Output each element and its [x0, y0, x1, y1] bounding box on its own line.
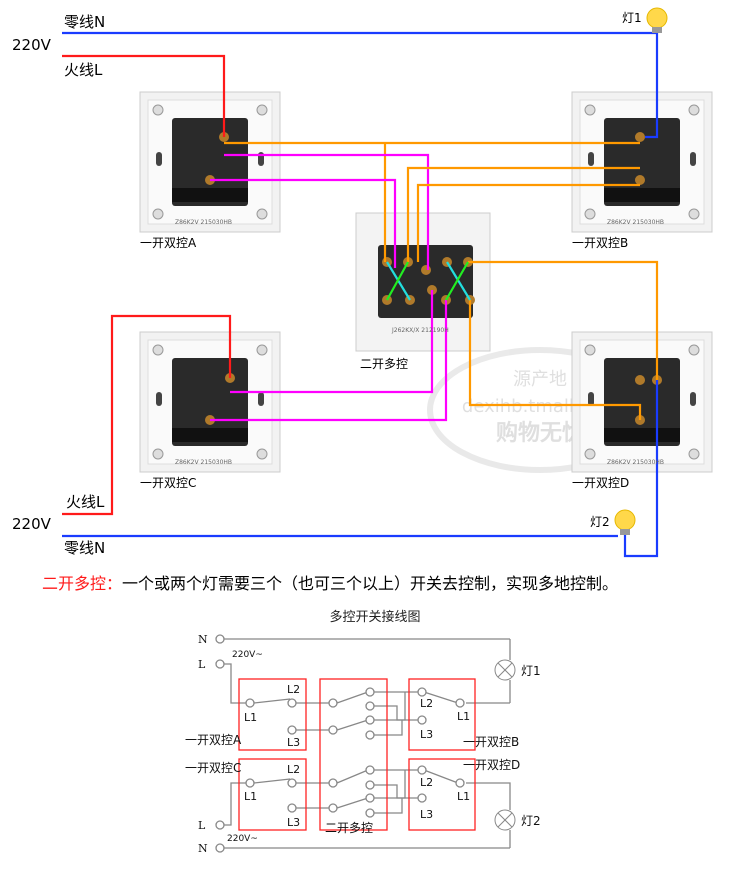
center-switch-label: 二开多控 [360, 357, 408, 371]
switch-d-plate [571, 331, 713, 473]
lamp2-icon [614, 509, 636, 535]
schematic-lamp2-label: 灯2 [521, 814, 541, 828]
schematic-center-label: 二开多控 [325, 821, 373, 835]
switch-a-label: 一开双控A [140, 236, 197, 250]
schematic-lamp1-label: 灯1 [521, 664, 541, 678]
c-l2: L2 [287, 763, 300, 776]
c-l1: L1 [244, 790, 257, 803]
b-l1: L1 [457, 710, 470, 723]
a-l3: L3 [287, 736, 300, 749]
switch-b-label: 一开双控B [572, 236, 628, 250]
live-label-bottom: 火线L [66, 493, 105, 511]
voltage-label-top: 220V [12, 36, 52, 54]
schematic-n-bottom: N [198, 842, 208, 855]
schematic-switch-d-label: 一开双控D [463, 758, 520, 772]
c-l3: L3 [287, 816, 300, 829]
switch-d-label: 一开双控D [572, 476, 629, 490]
schematic-switch-c-label: 一开双控C [185, 761, 241, 775]
live-wire-top [62, 54, 226, 137]
lamp1-icon [646, 7, 668, 33]
schematic-n-top: N [198, 633, 208, 646]
plate-code-b: Z86K2V 215030HB [607, 219, 664, 226]
schematic-voltage-bottom: 220V~ [227, 834, 258, 844]
watermark-line1: 源产地 [513, 369, 567, 390]
switch-a-plate [139, 91, 281, 233]
a-l2: L2 [287, 683, 300, 696]
live-label-top: 火线L [64, 61, 103, 79]
schematic-terminals [215, 634, 465, 853]
schematic-l-bottom: L [198, 819, 206, 832]
b-l3: L3 [420, 728, 433, 741]
switch-c-plate [139, 331, 281, 473]
d-l1: L1 [457, 790, 470, 803]
switch-c-label: 一开双控C [140, 476, 196, 490]
caption: 二开多控：一个或两个灯需要三个（也可三个以上）开关去控制，实现多地控制。 [42, 574, 618, 593]
neutral-wire-top [62, 31, 659, 139]
a-l1: L1 [244, 711, 257, 724]
center-code: J262KX/X 212190H [391, 327, 449, 334]
watermark-line3: 购物无忧 [496, 420, 584, 446]
schematic-l-top: L [198, 658, 206, 671]
lamp1-label: 灯1 [622, 11, 642, 25]
plate-code-d: Z86K2V 215030HB [607, 459, 664, 466]
neutral-label-top: 零线N [64, 13, 105, 31]
schematic-voltage-top: 220V~ [232, 650, 263, 660]
schematic-title: 多控开关接线图 [329, 609, 420, 625]
live-wire-bottom [62, 314, 232, 516]
d-l3: L3 [420, 808, 433, 821]
voltage-label-bottom: 220V [12, 515, 52, 533]
schematic-wires [224, 638, 511, 849]
schematic-boxes [238, 678, 476, 831]
d-l2: L2 [420, 776, 433, 789]
schematic-switch-b-label: 一开双控B [463, 735, 519, 749]
schematic-lamp2-icon [494, 809, 516, 831]
lamp2-wire [623, 380, 659, 558]
schematic-switch-a-label: 一开双控A [185, 733, 242, 747]
b-l2: L2 [420, 697, 433, 710]
switch-b-plate [571, 91, 713, 233]
schematic-lamp1-icon [494, 659, 516, 681]
plate-code-c: Z86K2V 215030HB [175, 459, 232, 466]
plate-code-a: Z86K2V 215030HB [175, 219, 232, 226]
caption-highlight: 二开多控： [42, 574, 122, 593]
neutral-label-bottom: 零线N [64, 539, 105, 557]
lamp2-label: 灯2 [590, 515, 610, 529]
caption-text: 一个或两个灯需要三个（也可三个以上）开关去控制，实现多地控制。 [122, 574, 618, 593]
